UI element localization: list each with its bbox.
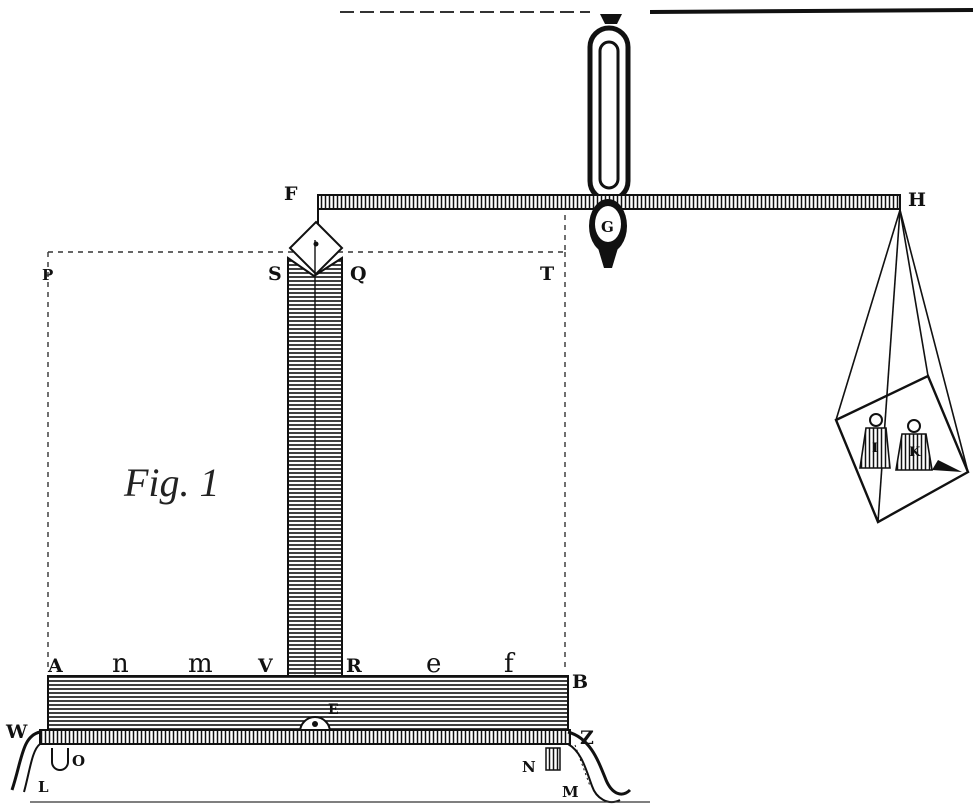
label-t: T [540,263,554,285]
support-n [545,747,561,771]
figure-title: Fig. 1 [123,460,220,505]
label-a: A [47,655,63,677]
label-p: P [42,266,53,284]
label-m-upper: M [562,783,579,801]
label-m: m [188,649,213,679]
label-g: G [601,218,614,236]
fulcrum-g [589,199,627,268]
pivot-e [298,716,332,733]
hanging-pan [834,209,970,524]
label-weight-i: I [872,441,878,456]
label-l: L [38,778,49,796]
label-o: O [72,752,85,770]
label-e-pivot: E [328,702,339,718]
support-o [51,748,69,771]
label-w: W [5,721,28,743]
vertical-column [287,240,343,720]
label-e: e [426,649,441,679]
label-f: F [284,183,298,205]
suspension-link [587,14,631,203]
weight-k [895,419,962,472]
bottom-strap [10,729,650,804]
page-top-edge [340,8,973,14]
label-h: H [908,189,926,211]
label-b: B [572,671,588,693]
label-n: n [112,649,129,679]
label-z: Z [580,727,594,749]
label-n-upper: N [522,758,536,776]
label-weight-k: K [909,445,921,460]
label-q: Q [350,263,367,285]
label-s: S [268,263,282,285]
label-f-lower: f [504,649,516,679]
weight-i [859,413,891,469]
label-r: R [346,655,362,677]
dashed-guide-rectangle [47,205,566,670]
label-v: V [257,655,274,677]
